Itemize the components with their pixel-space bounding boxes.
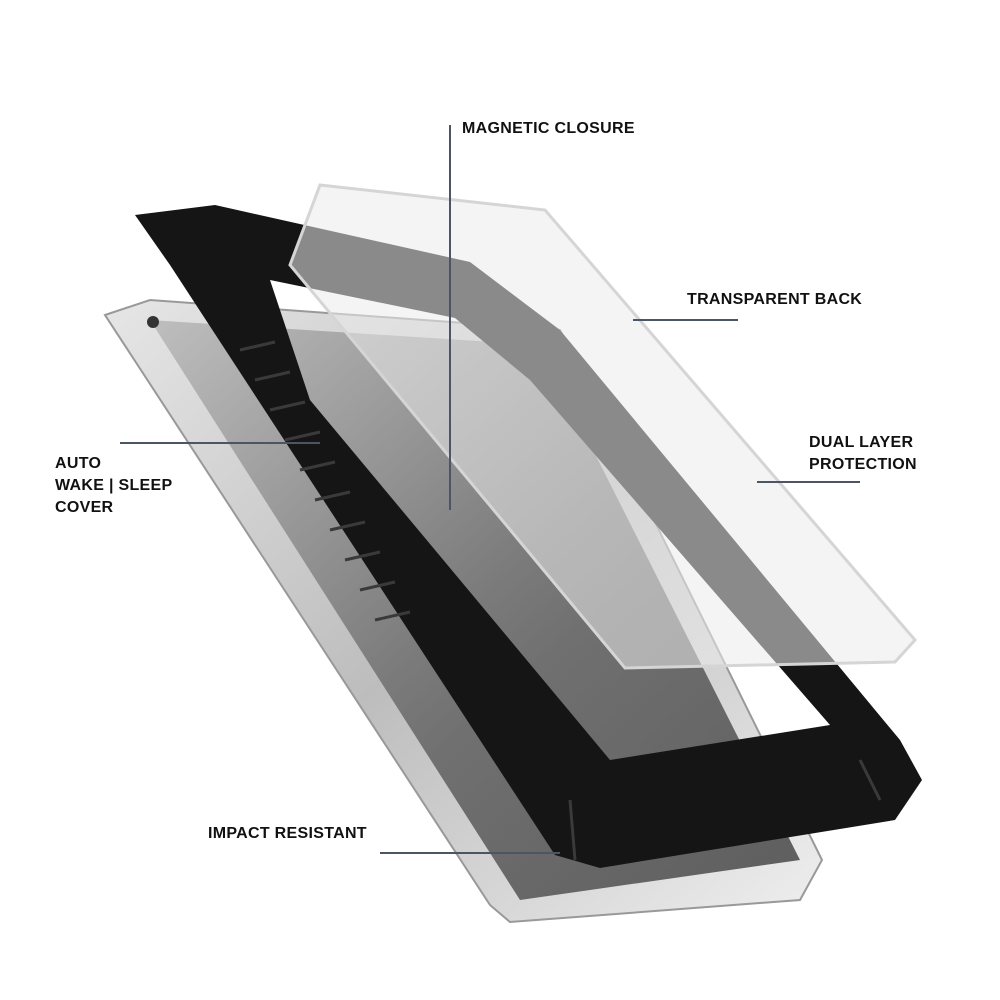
tablet-camera [147,316,159,328]
label-line: WAKE | SLEEP [55,477,173,494]
transparent-back-shell [288,183,918,670]
label-line: AUTO [55,455,102,472]
label-auto-wake-sleep: AUTO WAKE | SLEEP COVER [55,453,172,519]
label-magnetic-closure: MAGNETIC CLOSURE [462,120,635,137]
label-line: DUAL LAYER [809,434,914,451]
label-line: PROTECTION [809,456,917,473]
label-dual-layer: DUAL LAYER PROTECTION [809,432,917,476]
callout-lines [120,125,860,854]
case-ridges [239,340,882,861]
label-impact-resistant: IMPACT RESISTANT [208,825,367,842]
label-line: COVER [55,499,114,516]
label-transparent-back: TRANSPARENT BACK [687,291,863,308]
